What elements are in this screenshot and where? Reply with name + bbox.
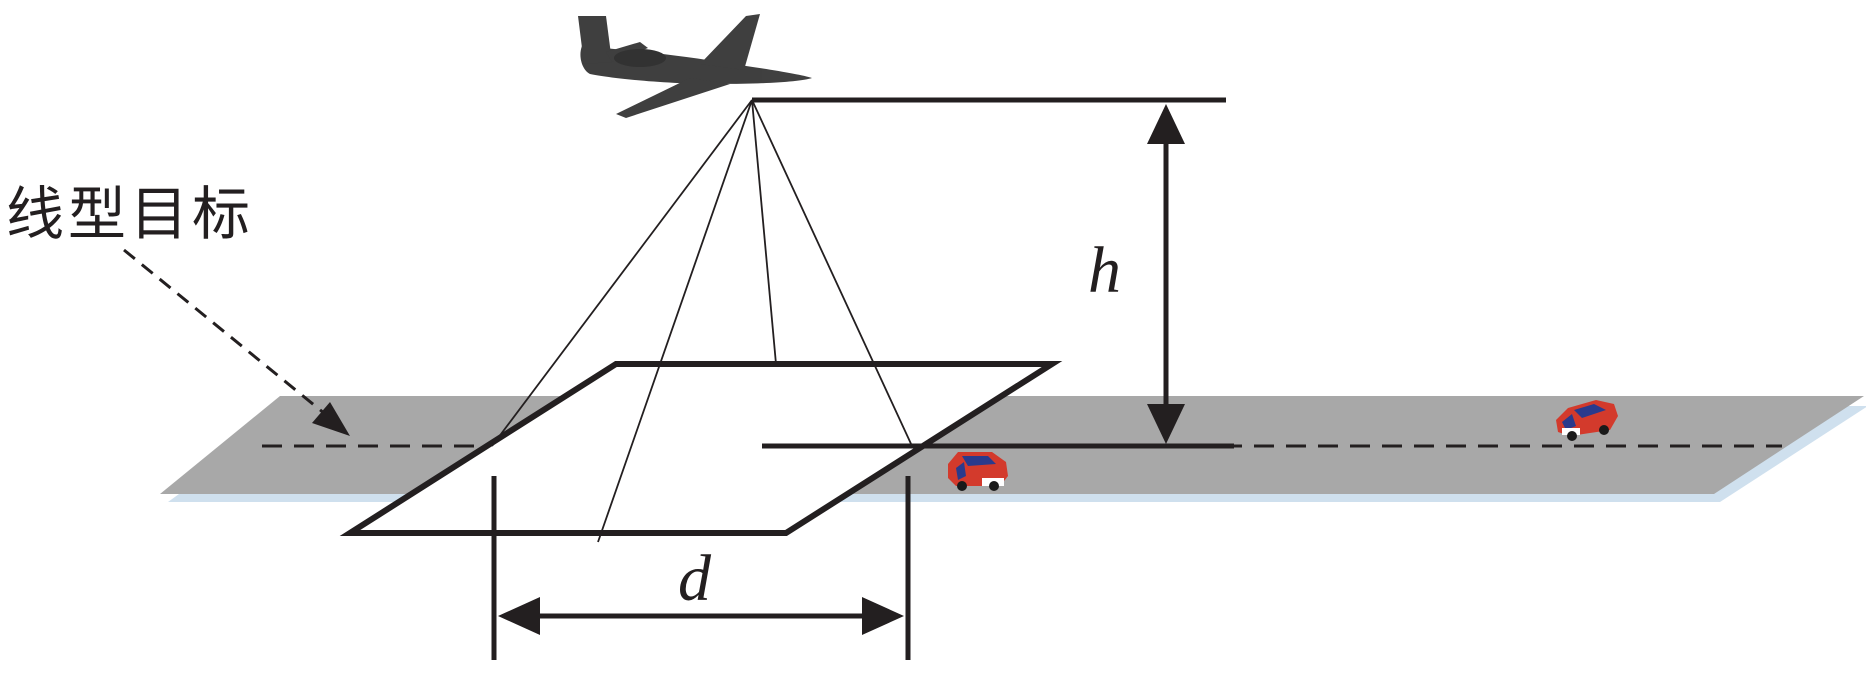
width-arrow-left-head <box>498 597 540 635</box>
car-window-rear <box>956 462 966 480</box>
uav-wing-upper <box>700 14 760 70</box>
car-wheel <box>989 481 999 491</box>
car-icon <box>1556 400 1618 441</box>
car-wheel <box>1599 425 1609 435</box>
width-arrow-right-head <box>862 597 904 635</box>
uav-wing-lower <box>616 78 730 118</box>
uav-tail <box>578 16 612 64</box>
sight-line-right <box>751 99 913 447</box>
sight-line-left <box>491 99 753 447</box>
car-window-side <box>1562 414 1576 430</box>
car-wheel <box>957 481 967 491</box>
sight-line-back <box>751 99 777 365</box>
height-arrow-up-head <box>1147 104 1185 144</box>
height-label: h <box>1088 234 1121 307</box>
sight-line-front <box>597 99 753 543</box>
height-arrow-down-head <box>1147 404 1185 444</box>
sight-lines <box>491 99 913 543</box>
target-leader-arrowhead <box>312 402 350 436</box>
height-dimension: h <box>1088 104 1185 444</box>
width-label: d <box>678 542 712 615</box>
sensor-footprint <box>339 361 1063 536</box>
car-window <box>962 456 996 466</box>
target-leader-line <box>123 248 331 420</box>
car-window <box>1574 404 1606 418</box>
width-dimension: d <box>491 476 911 660</box>
car-wheel <box>1567 431 1577 441</box>
uav-engine <box>614 49 666 67</box>
uav-icon <box>578 14 812 118</box>
target-label: 线型目标 <box>6 180 254 248</box>
car-icon <box>948 452 1008 491</box>
target-callout: 线型目标 <box>6 180 350 436</box>
